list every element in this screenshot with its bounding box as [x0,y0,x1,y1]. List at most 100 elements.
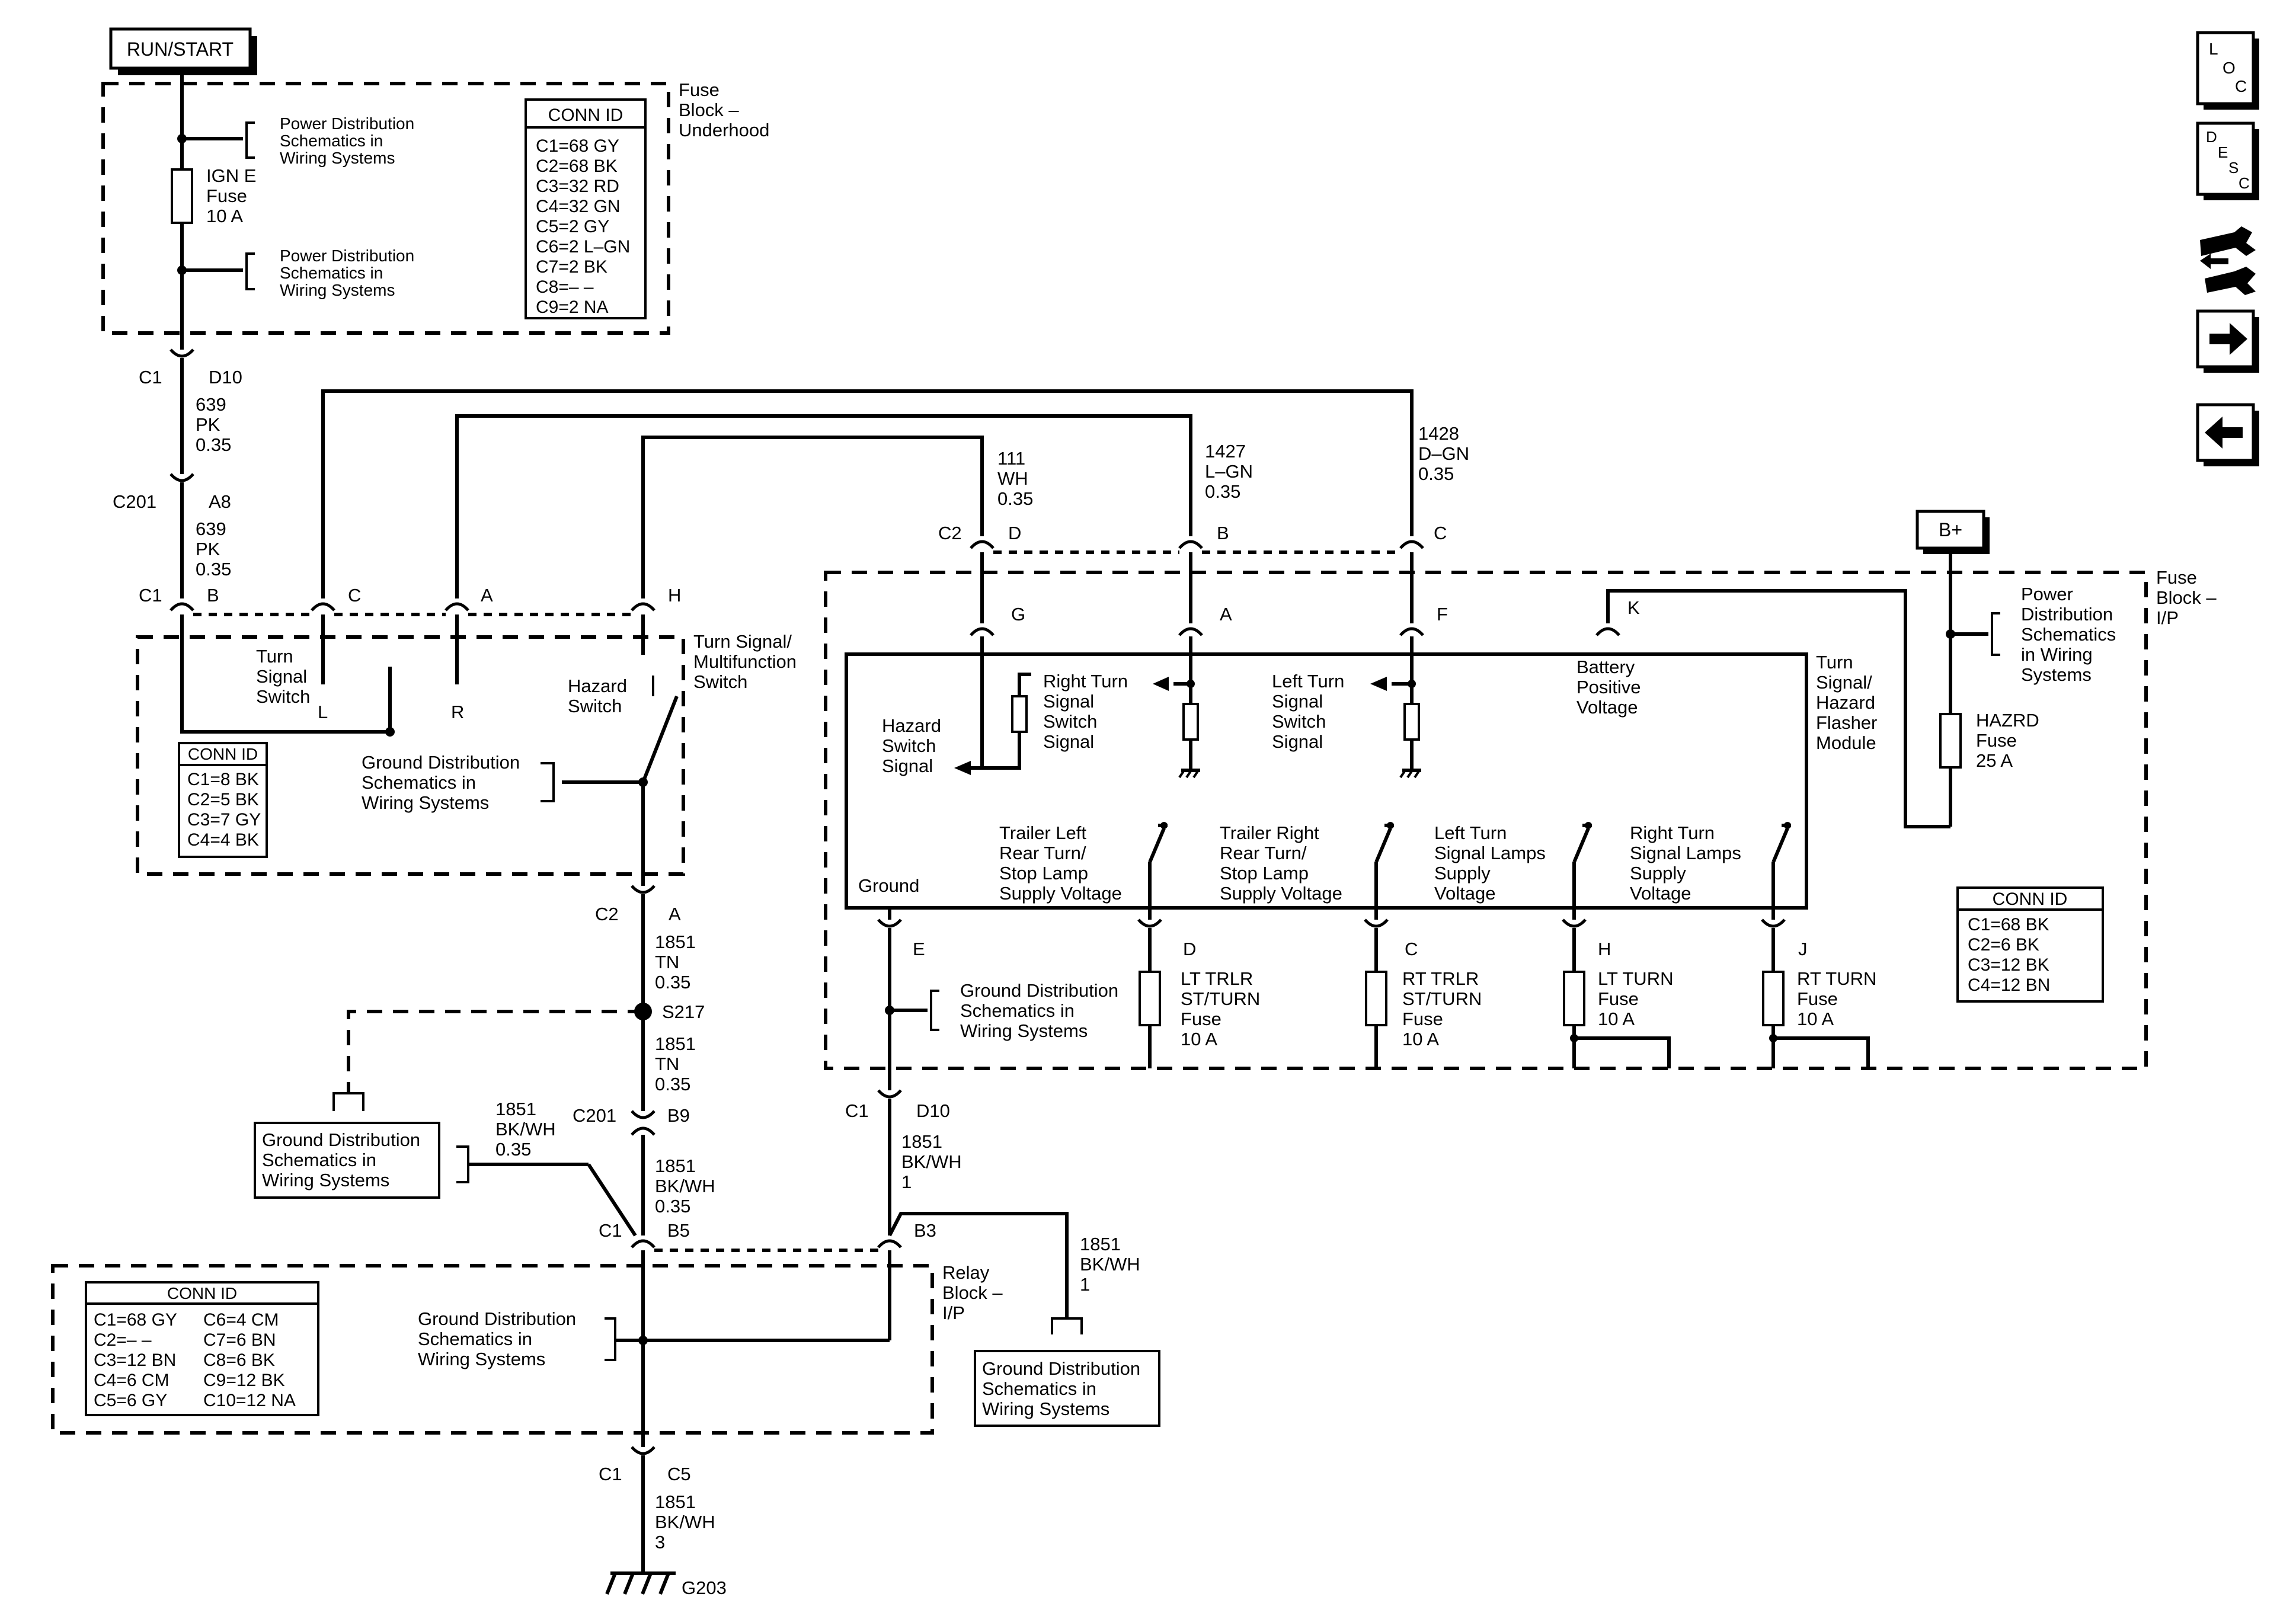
power-ref-bottom-3: Wiring Systems [280,281,395,299]
wire-1851-path: C2 A 1851 TN 0.35 S217 1851 TN 0.35 C201… [254,885,1160,1427]
ip-output-fuses: E Ground Distribution Schematics in Wiri… [877,918,1876,1090]
w1851-bkwh-b3-3: 1 [1080,1274,1090,1295]
ign-e-fuse [171,168,193,224]
lt-trlr-fuse [1139,971,1161,1026]
loc-button[interactable]: L O C [2196,31,2259,110]
trailer-left-3: Stop Lamp [999,863,1088,884]
ground-box-left-2: Schematics in [262,1150,376,1170]
c1-b5-c1: C1 [599,1220,622,1241]
relay-block-title-3: I/P [942,1302,965,1323]
top-harness: 111 WH 0.35 1427 L–GN 0.35 1428 D–GN 0.3… [321,389,1469,623]
w1851-tn-b-1: 1851 [655,1033,696,1054]
ip-power-ref-4: in Wiring [2021,644,2093,665]
fuse-block-ip-title-2: Block – [2156,587,2217,608]
right-turn-signal-1: Right Turn [1043,671,1128,692]
trailer-left-2: Rear Turn/ [999,843,1086,863]
ip-conn-id-row: C3=12 BK [1968,955,2049,975]
relay-conn-id-right: C9=12 BK [203,1371,285,1390]
power-ref-top-1: Power Distribution [280,114,414,133]
flasher-pin-c: C [1405,939,1418,959]
flasher-title-2: Signal/ [1816,672,1872,693]
w1428-1: 1428 [1418,423,1459,444]
relay-block-title-1: Relay [942,1262,990,1283]
flasher-pin-e: E [913,939,925,959]
desc-letter-4: C [2239,174,2250,192]
forward-button[interactable] [2196,309,2259,373]
switch-pin-c: C [348,585,361,606]
lt-trlr-fuse-3: Fuse [1181,1009,1221,1029]
c2-a-c2: C2 [595,904,619,924]
w1851-bkwh-mid-3: 0.35 [655,1196,690,1217]
w1427-2: L–GN [1205,461,1253,482]
loc-letter-3: C [2235,77,2247,95]
run-start-label: RUN/START [127,39,234,60]
flasher-pin-f: F [1437,604,1448,625]
w1851-bkwh-mid-1: 1851 [655,1156,696,1176]
relay-conn-id-left: C5=6 GY [94,1391,167,1410]
w1851-tn-b-3: 0.35 [655,1074,690,1094]
w1427-3: 0.35 [1205,481,1240,502]
flasher-title-1: Turn [1816,652,1853,673]
flasher-pin-k: K [1627,597,1640,618]
w1851-bkwh-g203-2: BK/WH [655,1512,715,1532]
lt-trlr-fuse-4: 10 A [1181,1029,1217,1049]
w1851-tn-a-2: TN [655,952,679,972]
c1-c5-c1: C1 [599,1464,622,1484]
ip-power-ref-3: Schematics [2021,624,2116,645]
power-ref-top-2: Schematics in [280,132,383,150]
left-turn-lamps-3: Supply [1434,863,1491,884]
back-button[interactable] [2196,403,2259,466]
underhood-conn-id-row: C7=2 BK [536,257,607,277]
w1851-bkwh-b3-1: 1851 [1080,1234,1121,1254]
switch-ground-ref-2: Schematics in [362,772,476,793]
flasher-pin-a: A [1220,604,1232,625]
fuse-block-underhood-title-3: Underhood [679,120,769,140]
turn-switch-title-3: Switch [693,671,747,692]
w111-3: 0.35 [997,488,1033,509]
w111-2: WH [997,468,1028,489]
underhood-conn-id-row: C2=68 BK [536,156,618,176]
lt-trlr-fuse-1: LT TRLR [1181,968,1253,989]
relay-ground-ref-2: Schematics in [418,1329,532,1349]
hazard-switch-label-1: Hazard [568,676,627,696]
b3-label: B3 [914,1220,936,1241]
w1851-bkwh-left-3: 0.35 [495,1139,531,1160]
wrench-arrows-icon[interactable] [2200,226,2256,295]
ground-g203: C1 C5 1851 BK/WH 3 G203 [599,1446,727,1598]
fuse-block-underhood-title-2: Block – [679,100,739,120]
ip-ground-ref-3: Wiring Systems [960,1020,1088,1041]
relay-ground-ref-3: Wiring Systems [418,1349,545,1369]
relay-conn-id-right: C8=6 BK [203,1350,275,1370]
underhood-conn-id-row: C5=2 GY [536,217,609,236]
w1851-bkwh-g203-1: 1851 [655,1491,696,1512]
arrow-left-icon [2205,417,2243,449]
switch-conn-id-title: CONN ID [188,745,258,763]
c201-b9-c201: C201 [573,1105,616,1126]
w1427-1: 1427 [1205,441,1246,462]
ground-box-left-3: Wiring Systems [262,1170,389,1190]
run-start-source: RUN/START [109,27,257,75]
rt-turn-fuse-3: 10 A [1797,1009,1834,1029]
w1851-tn-a-1: 1851 [655,932,696,952]
trailer-left-4: Supply Voltage [999,883,1122,904]
power-ref-top-3: Wiring Systems [280,149,395,167]
switch-conn-id-row: C3=7 GY [187,810,261,830]
w1851-bkwh-b3-2: BK/WH [1080,1254,1140,1275]
hazard-switch-label-2: Switch [568,696,622,716]
c1-d10-top-d10: D10 [209,367,242,388]
c2-a-a: A [669,904,681,924]
w1851-bkwh-left-2: BK/WH [495,1119,556,1140]
fuse-block-ip-title-1: Fuse [2156,567,2197,588]
ip-conn-id-row: C1=68 BK [1968,915,2049,934]
c1-d10-top-c1: C1 [139,367,162,388]
w1851-tn-b-2: TN [655,1054,679,1074]
fuse-block-underhood-title-1: Fuse [679,79,720,100]
right-turn-lamps-2: Signal Lamps [1630,843,1741,863]
switch-ground-ref-3: Wiring Systems [362,792,489,813]
switch-pin-h: H [668,585,681,606]
right-turn-lamps-1: Right Turn [1630,822,1715,843]
desc-button[interactable]: D E S C [2196,121,2259,200]
ip-conn-id-row: C4=12 BN [1968,975,2050,995]
rt-trlr-fuse-3: Fuse [1402,1009,1443,1029]
rt-trlr-fuse-1: RT TRLR [1402,968,1479,989]
